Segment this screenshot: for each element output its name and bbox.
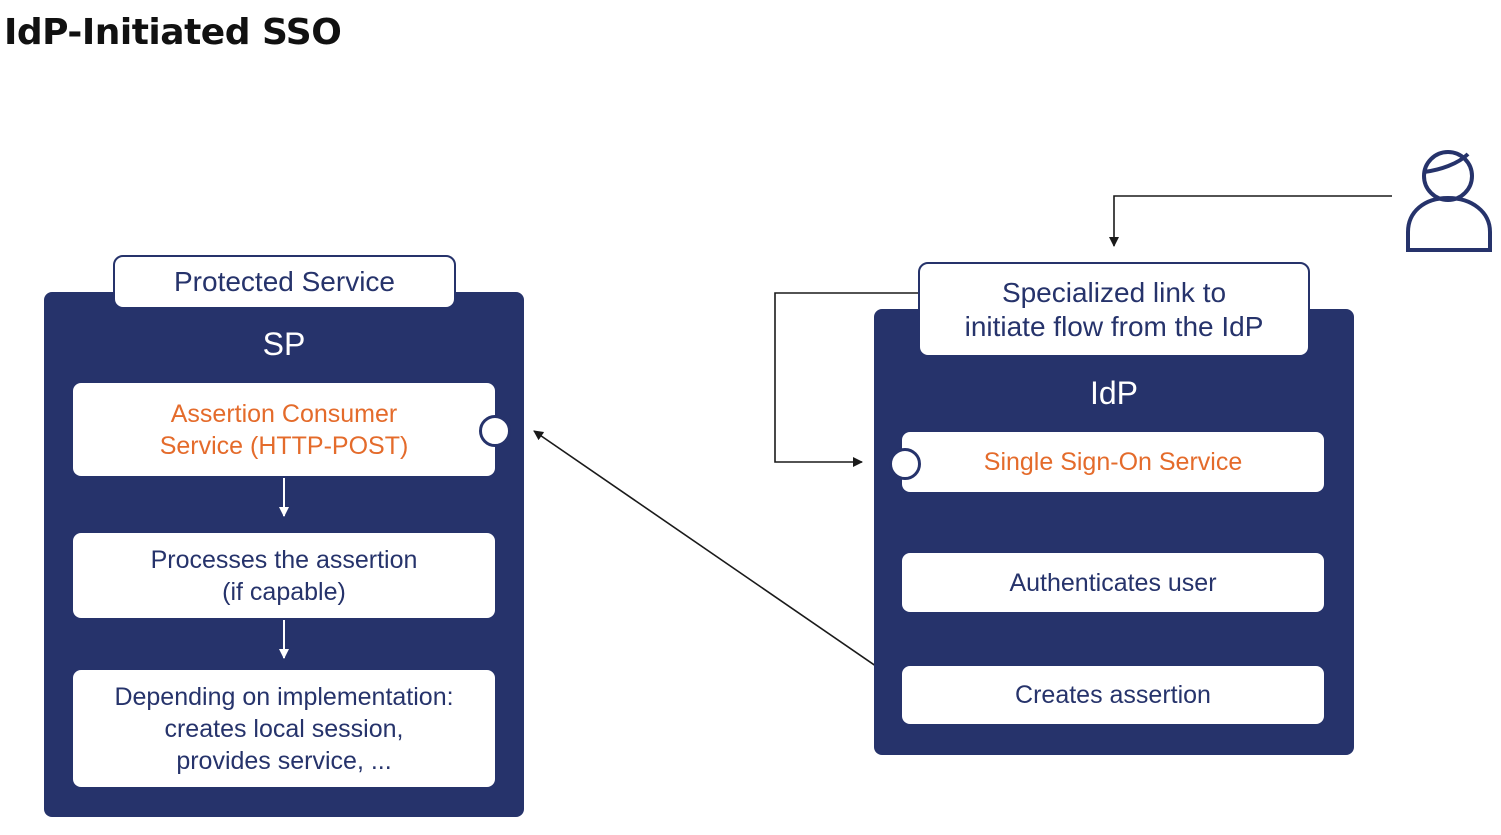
sp-acs-box: Assertion Consumer Service (HTTP-POST)	[73, 383, 495, 476]
sp-protected-service-tab: Protected Service	[113, 255, 456, 309]
idp-title: IdP	[1089, 375, 1139, 411]
idp-authenticate-box: Authenticates user	[902, 553, 1324, 612]
sp-session-box: Depending on implementation: creates loc…	[73, 670, 495, 787]
page-title: IdP-Initiated SSO	[4, 12, 342, 53]
idp-specialized-link-tab: Specialized link to initiate flow from t…	[918, 262, 1310, 357]
idp-sso-port	[889, 448, 921, 480]
sp-process-box: Processes the assertion (if capable)	[73, 533, 495, 618]
sp-acs-port	[479, 415, 511, 447]
sp-title: SP	[262, 326, 306, 362]
user-to-link-arrow	[1109, 195, 1392, 247]
idp-create-assertion-box: Creates assertion	[902, 666, 1324, 724]
idp-sso-box: Single Sign-On Service	[902, 432, 1324, 492]
assertion-to-acs-arrow	[533, 430, 903, 685]
link-to-sso-arrow	[774, 292, 918, 467]
